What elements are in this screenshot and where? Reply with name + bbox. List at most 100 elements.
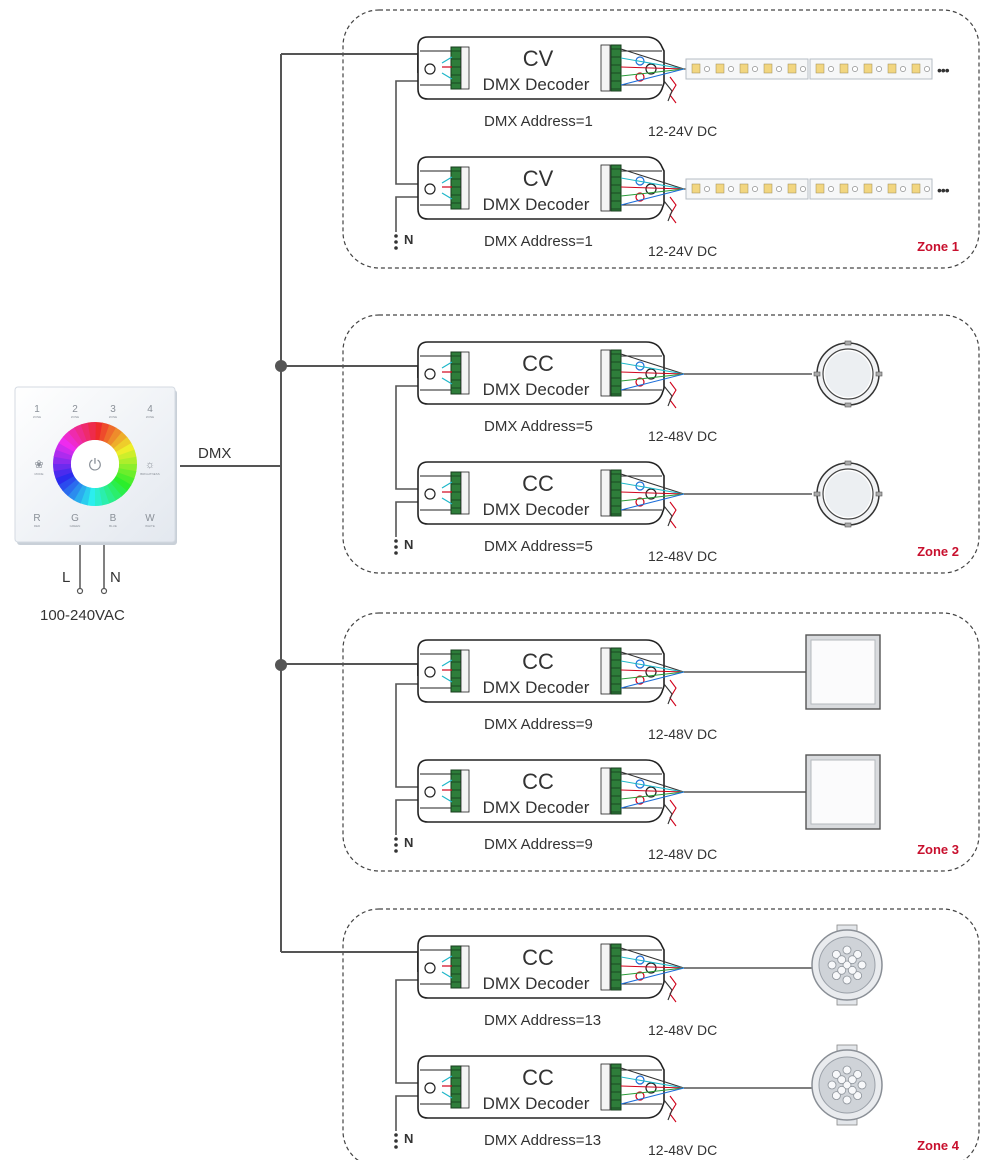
color-button-w: W <box>145 513 155 524</box>
led-chip <box>763 63 773 74</box>
zone-label: Zone 4 <box>917 1138 960 1153</box>
downlight-led <box>847 1085 857 1095</box>
color-wheel-segment <box>110 479 128 497</box>
power-wire-red <box>669 76 677 104</box>
power-wire-red <box>669 975 677 1003</box>
zone-label: Zone 3 <box>917 842 959 857</box>
led-chip <box>839 63 849 74</box>
led-chip <box>739 63 749 74</box>
output-terminal <box>610 943 622 991</box>
led-resistor <box>800 66 806 72</box>
decoder-name: DMX Decoder <box>483 974 590 993</box>
led-resistor <box>876 66 882 72</box>
power-wire-black <box>663 385 673 407</box>
power-wire-black <box>663 683 673 705</box>
output-wire <box>620 353 685 375</box>
output-terminal-label-strip <box>600 164 611 212</box>
zone-button-2: 2 <box>72 404 78 415</box>
color-wheel-segment <box>103 424 117 444</box>
decoder-name: DMX Decoder <box>483 1094 590 1113</box>
round-panel-light <box>813 340 883 408</box>
zone-button-3: 3 <box>110 404 116 415</box>
daisy-chain-wire <box>395 683 420 788</box>
output-wire <box>620 177 685 190</box>
decoder-mode: CC <box>522 351 554 376</box>
output-wire <box>620 48 685 70</box>
n-label: N <box>404 835 413 850</box>
power-wire-red <box>669 196 677 224</box>
led-resistor <box>852 186 858 192</box>
chain-continuation-wire <box>395 1095 418 1131</box>
led-chip <box>815 63 825 74</box>
n-label: N <box>404 1131 413 1146</box>
output-wire <box>620 188 685 197</box>
output-wire <box>620 1085 685 1089</box>
led-resistor <box>776 186 782 192</box>
led-resistor <box>704 66 710 72</box>
color-wheel-segment <box>74 424 88 444</box>
decoder-name: DMX Decoder <box>483 798 590 817</box>
downlight-led <box>831 949 841 959</box>
led-resistor <box>924 186 930 192</box>
mount-hole <box>645 1082 657 1094</box>
chain-dot <box>394 234 398 238</box>
decoder-mode: CC <box>522 649 554 674</box>
color-button-sublabel: RED <box>34 524 41 528</box>
decoder-name: DMX Decoder <box>483 678 590 697</box>
led-resistor <box>752 66 758 72</box>
led-chip <box>839 183 849 194</box>
color-wheel-segment <box>102 484 116 504</box>
led-resistor <box>704 186 710 192</box>
color-button-b: B <box>110 513 117 524</box>
zone-button-4: 4 <box>147 404 153 415</box>
output-wire <box>620 780 685 793</box>
led-resistor <box>752 186 758 192</box>
output-wire <box>620 373 685 391</box>
supply-voltage-label: 12-48V DC <box>648 1022 717 1038</box>
output-wire <box>620 956 685 969</box>
power-wire-red <box>669 501 677 529</box>
downlight-led <box>853 949 863 959</box>
led-chip <box>911 183 921 194</box>
led-chip <box>787 183 797 194</box>
panel-clip <box>875 371 883 377</box>
square-panel-light <box>805 754 881 830</box>
output-terminal <box>610 767 622 815</box>
brightness-icon: ☼ <box>145 459 155 471</box>
color-wheel-segment <box>94 487 103 506</box>
panel-clip <box>844 522 852 528</box>
chain-dot <box>394 246 398 250</box>
input-terminal-label-strip <box>460 351 470 395</box>
zone-label: Zone 1 <box>917 239 959 254</box>
chain-continuation-wire <box>395 501 418 537</box>
color-wheel-segment <box>68 427 84 446</box>
downlight-led <box>827 960 837 970</box>
n-label: N <box>404 232 413 247</box>
led-chip <box>715 183 725 194</box>
zone-boundary <box>342 908 980 1160</box>
color-button-sublabel: BLUE <box>109 524 117 528</box>
dmx-address-label: DMX Address=1 <box>484 233 593 250</box>
strip-continuation: ••• <box>937 62 950 78</box>
color-wheel-segment <box>62 479 80 497</box>
color-wheel-segment <box>115 472 135 486</box>
led-resistor <box>900 66 906 72</box>
decoder-rails <box>420 170 662 206</box>
led-resistor <box>728 66 734 72</box>
downlight-led <box>842 945 852 955</box>
chain-dot <box>394 1139 398 1143</box>
strip-continuation: ••• <box>937 182 950 198</box>
downlight-led <box>837 965 847 975</box>
zone-bus-branch <box>281 53 419 73</box>
led-chip <box>715 63 725 74</box>
zone-button-sublabel: ZONE <box>146 415 154 419</box>
zone-button-sublabel: ZONE <box>71 415 79 419</box>
dmx-address-label: DMX Address=13 <box>484 1132 601 1149</box>
zone-label: Zone 2 <box>917 544 959 559</box>
panel-clip <box>844 402 852 408</box>
square-panel-light <box>805 634 881 710</box>
downlight-led <box>847 965 857 975</box>
output-wire <box>620 660 685 673</box>
